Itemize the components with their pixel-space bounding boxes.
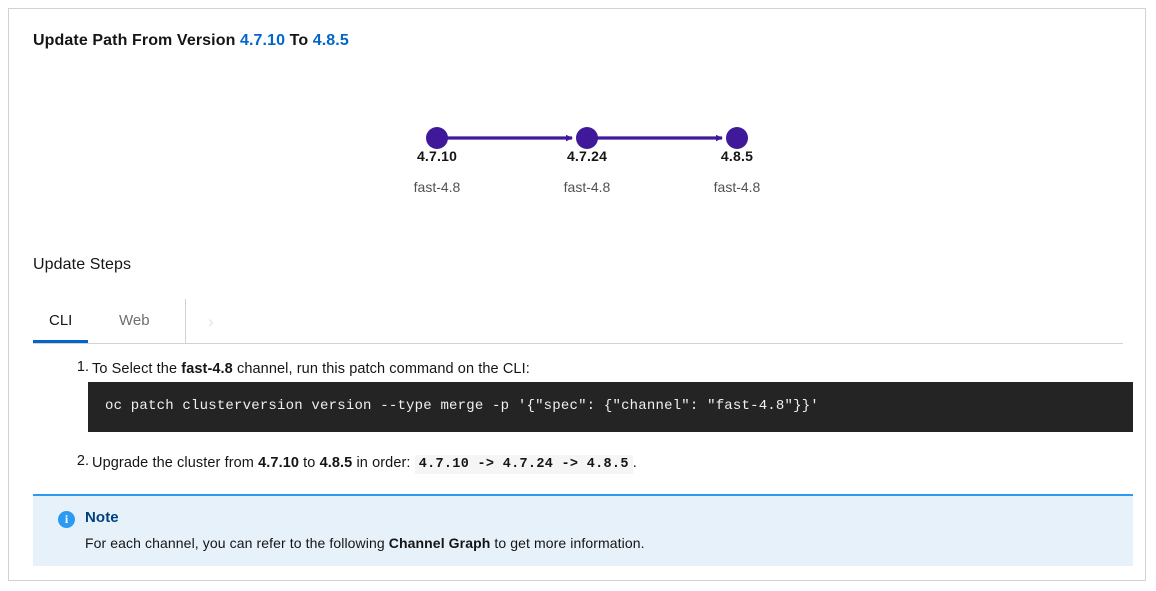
graph-node-version-3: 4.8.5 bbox=[720, 148, 754, 164]
graph-node-label-1: 4.7.10 fast-4.8 bbox=[357, 147, 517, 196]
step-2-order-code: 4.7.10 -> 4.7.24 -> 4.8.5 bbox=[414, 455, 633, 474]
update-path-graph: 4.7.10 fast-4.8 4.7.24 fast-4.8 4.8.5 fa… bbox=[9, 109, 1147, 219]
title-to-version: 4.8.5 bbox=[312, 32, 349, 49]
note-alert: i Note For each channel, you can refer t… bbox=[33, 494, 1133, 566]
step-1-channel: fast-4.8 bbox=[181, 361, 233, 377]
graph-node-2[interactable] bbox=[576, 127, 598, 149]
page-title-prefix: Update Path From Version bbox=[33, 32, 236, 49]
graph-node-3[interactable] bbox=[726, 127, 748, 149]
step-2-order-label: in order: bbox=[352, 455, 415, 471]
tab-web[interactable]: Web bbox=[103, 299, 166, 343]
cli-command-text: oc patch clusterversion version --type m… bbox=[105, 398, 819, 414]
graph-node-label-3: 4.8.5 fast-4.8 bbox=[657, 147, 817, 196]
step-1-number: 1. bbox=[76, 359, 89, 375]
update-path-graph-svg bbox=[426, 127, 748, 149]
graph-node-version-2: 4.7.24 bbox=[566, 148, 608, 164]
graph-node-1[interactable] bbox=[426, 127, 448, 149]
step-1-text: To Select the fast-4.8 channel, run this… bbox=[92, 359, 530, 379]
cli-command-block[interactable]: oc patch clusterversion version --type m… bbox=[88, 382, 1133, 432]
title-from-version: 4.7.10 bbox=[240, 32, 286, 49]
graph-node-channel-1: fast-4.8 bbox=[413, 179, 461, 195]
update-path-card: Update Path From Version 4.7.10 To 4.8.5… bbox=[8, 8, 1146, 581]
tab-cli[interactable]: CLI bbox=[33, 299, 89, 343]
step-2-text-before: Upgrade the cluster from bbox=[92, 455, 259, 471]
step-2-text-after: . bbox=[632, 455, 637, 471]
note-alert-body: For each channel, you can refer to the f… bbox=[85, 535, 645, 551]
update-steps-heading: Update Steps bbox=[33, 256, 132, 273]
tabs-scroll-right-button[interactable]: › bbox=[185, 299, 245, 343]
step-2-from-version: 4.7.10 bbox=[258, 455, 300, 471]
note-alert-body-before: For each channel, you can refer to the f… bbox=[85, 535, 389, 551]
title-conjunction: To bbox=[289, 32, 309, 49]
step-2-text: Upgrade the cluster from 4.7.10 to 4.8.5… bbox=[92, 453, 637, 475]
info-circle-icon: i bbox=[58, 511, 75, 528]
note-alert-title: Note bbox=[85, 509, 119, 526]
graph-node-label-2: 4.7.24 fast-4.8 bbox=[507, 147, 667, 196]
note-alert-body-after: to get more information. bbox=[490, 535, 645, 551]
graph-node-channel-2: fast-4.8 bbox=[563, 179, 611, 195]
step-2-text-middle: to bbox=[299, 455, 320, 471]
step-1-text-after: channel, run this patch command on the C… bbox=[232, 361, 530, 377]
step-2-to-version: 4.8.5 bbox=[319, 455, 353, 471]
graph-node-channel-3: fast-4.8 bbox=[713, 179, 761, 195]
chevron-right-icon: › bbox=[208, 312, 214, 331]
update-steps-tabs: CLI Web › bbox=[33, 299, 1123, 344]
step-2-number: 2. bbox=[76, 453, 89, 469]
page-title: Update Path From Version 4.7.10 To 4.8.5 bbox=[33, 32, 349, 50]
note-alert-body-link: Channel Graph bbox=[388, 535, 491, 551]
graph-node-version-1: 4.7.10 bbox=[416, 148, 458, 164]
step-1-text-before: To Select the bbox=[92, 361, 182, 377]
